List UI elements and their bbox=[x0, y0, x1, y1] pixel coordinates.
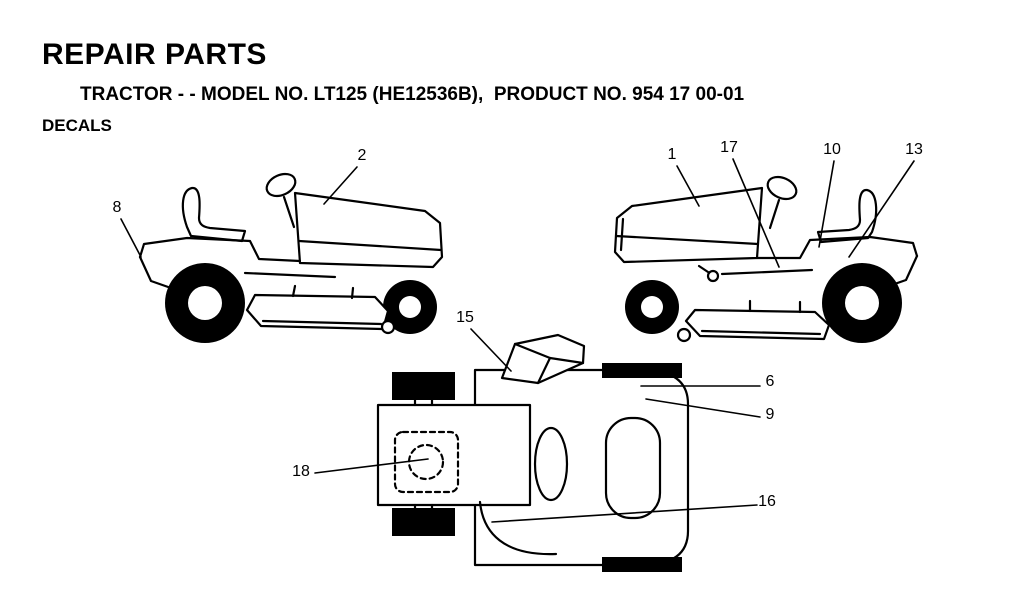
callout-17: 17 bbox=[720, 139, 738, 156]
front-tire-right bbox=[392, 508, 455, 536]
callout-18: 18 bbox=[292, 463, 310, 480]
page-title: REPAIR PARTS bbox=[42, 38, 267, 71]
belt-line bbox=[478, 500, 558, 556]
engine-outline bbox=[604, 416, 662, 520]
seat bbox=[816, 188, 878, 244]
callout-9: 9 bbox=[765, 406, 775, 423]
rear-tire-right bbox=[602, 557, 682, 572]
hood bbox=[293, 191, 444, 269]
lever-knob bbox=[706, 269, 720, 283]
hood bbox=[613, 186, 764, 264]
front-hub bbox=[399, 296, 421, 318]
callout-6: 6 bbox=[765, 373, 775, 390]
rear-tire-left bbox=[602, 363, 682, 378]
deck-caster-wheel bbox=[676, 327, 692, 343]
tractor-side-view-left-illustration bbox=[138, 172, 444, 343]
console-oval bbox=[533, 426, 569, 502]
callout-15: 15 bbox=[456, 309, 474, 326]
callout-16: 16 bbox=[758, 493, 776, 510]
steering-wheel bbox=[766, 175, 798, 201]
model-subtitle: TRACTOR - - MODEL NO. LT125 (HE12536B), … bbox=[80, 84, 745, 105]
rear-hub bbox=[845, 286, 879, 320]
callout-10: 10 bbox=[823, 141, 841, 158]
callout-1: 1 bbox=[667, 146, 677, 163]
callout-2: 2 bbox=[357, 147, 367, 164]
tractor-side-view-right-illustration bbox=[613, 175, 919, 343]
mower-deck-top bbox=[376, 403, 532, 507]
front-hub bbox=[641, 296, 663, 318]
callout-8: 8 bbox=[112, 199, 122, 216]
section-label-decals: DECALS bbox=[42, 116, 112, 135]
fender bbox=[138, 236, 302, 263]
callout-13: 13 bbox=[905, 141, 923, 158]
tractor-top-view-illustration bbox=[376, 333, 690, 572]
deck-caster-wheel bbox=[380, 319, 396, 335]
front-tire-left bbox=[392, 372, 455, 400]
steering-wheel bbox=[265, 172, 297, 198]
rear-hub bbox=[188, 286, 222, 320]
seat bbox=[181, 186, 247, 243]
